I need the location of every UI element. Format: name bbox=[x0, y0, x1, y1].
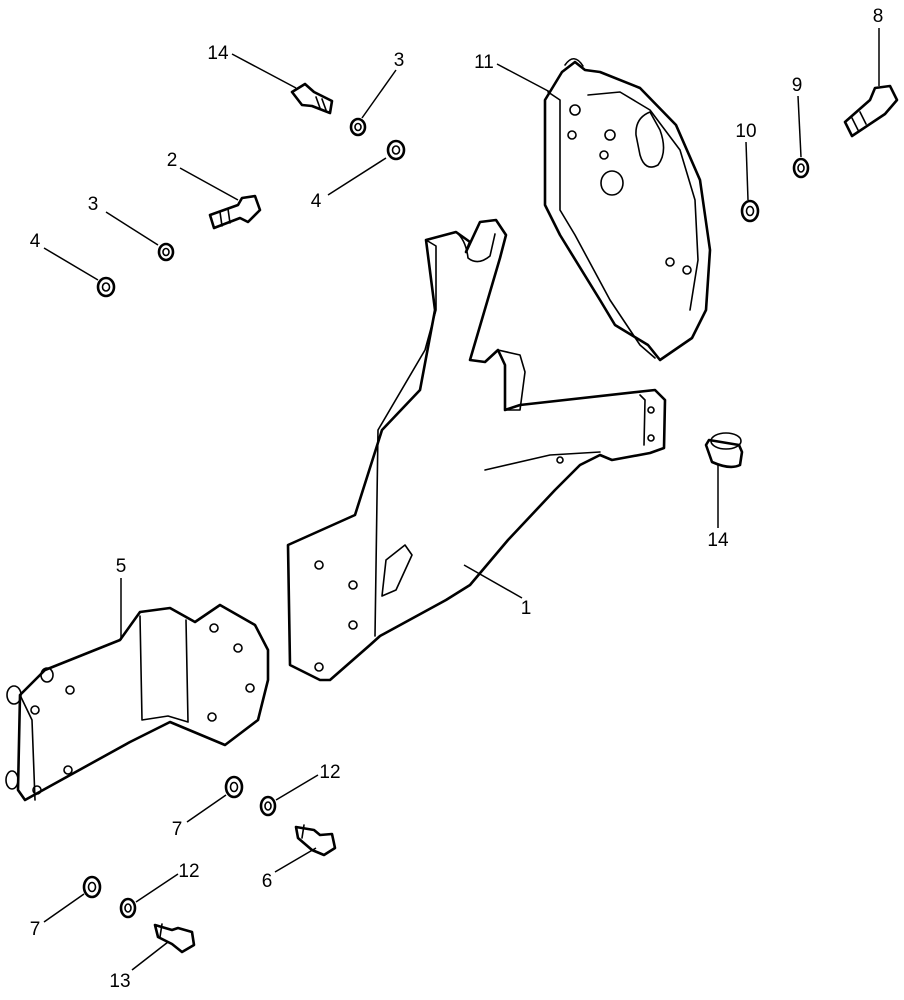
washer-10 bbox=[740, 199, 760, 223]
part-11-bracket-plate bbox=[543, 57, 712, 362]
callout-12a: 12 bbox=[319, 762, 340, 783]
leader-11 bbox=[496, 63, 551, 93]
callout-2: 2 bbox=[167, 150, 178, 171]
callout-3a: 3 bbox=[394, 50, 405, 71]
callout-5: 5 bbox=[116, 556, 127, 577]
washer-7-bottom bbox=[82, 875, 102, 899]
leader-7b bbox=[43, 893, 85, 923]
washer-3-left bbox=[157, 242, 175, 262]
callout-10: 10 bbox=[735, 121, 756, 142]
part-5-cover-plate bbox=[5, 603, 270, 802]
callout-14b: 14 bbox=[707, 530, 729, 551]
leader-6 bbox=[274, 847, 317, 873]
callout-6: 6 bbox=[262, 871, 273, 892]
callout-labels: 1 2 3 3 4 4 5 6 7 7 8 9 10 11 12 12 13 1… bbox=[30, 6, 884, 992]
callout-8: 8 bbox=[873, 6, 884, 27]
bushing-14 bbox=[704, 432, 744, 469]
callout-7b: 7 bbox=[30, 919, 41, 940]
leader-7a bbox=[186, 794, 227, 823]
bolt-8 bbox=[843, 84, 899, 138]
callout-11: 11 bbox=[474, 52, 494, 73]
callout-14a: 14 bbox=[207, 43, 229, 64]
callout-3b: 3 bbox=[88, 194, 99, 215]
callout-12b: 12 bbox=[178, 861, 199, 882]
leader-12b bbox=[135, 873, 179, 903]
part-1-support-frame bbox=[286, 218, 667, 682]
callout-13: 13 bbox=[109, 971, 130, 992]
washer-9 bbox=[792, 157, 810, 179]
washer-12-top bbox=[259, 795, 277, 817]
callout-7a: 7 bbox=[172, 819, 183, 840]
washer-7-top bbox=[224, 775, 244, 799]
leader-3b bbox=[105, 211, 159, 246]
washer-4-left bbox=[96, 276, 116, 298]
leader-2 bbox=[179, 167, 239, 201]
leader-lines bbox=[43, 28, 880, 971]
bolt-14-top bbox=[290, 82, 334, 115]
washer-12-bottom bbox=[119, 897, 137, 919]
leader-9 bbox=[797, 95, 802, 158]
leader-10 bbox=[745, 141, 749, 201]
washer-4-top bbox=[386, 139, 406, 161]
callout-9: 9 bbox=[792, 75, 803, 96]
bolt-6 bbox=[294, 824, 337, 857]
leader-13 bbox=[131, 941, 169, 971]
callout-4a: 4 bbox=[311, 191, 322, 212]
leader-4b bbox=[43, 247, 99, 281]
leader-3a bbox=[361, 69, 397, 119]
washer-3-top bbox=[349, 117, 367, 137]
bolt-13 bbox=[153, 923, 196, 954]
leader-14a bbox=[231, 53, 297, 89]
leader-4a bbox=[327, 157, 387, 196]
bolt-2 bbox=[208, 194, 262, 230]
callout-1: 1 bbox=[521, 598, 532, 619]
leader-1 bbox=[463, 564, 523, 599]
leader-12a bbox=[275, 774, 319, 801]
callout-4b: 4 bbox=[30, 231, 41, 252]
